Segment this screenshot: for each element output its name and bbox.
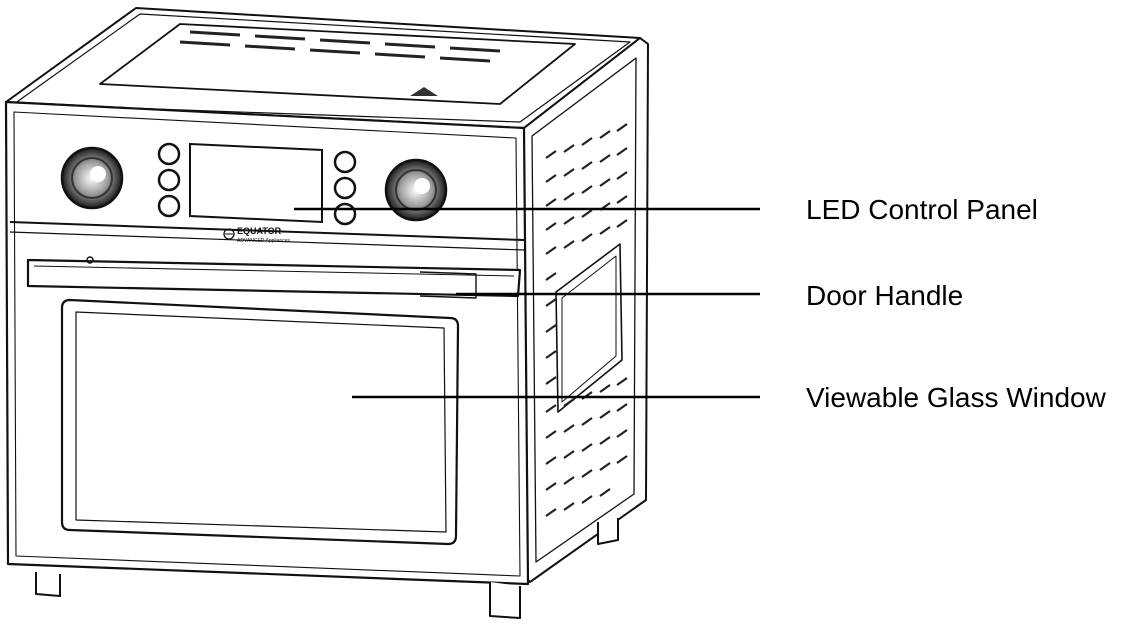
callout-leader-lines — [294, 207, 760, 399]
control-panel: EQUATOR ADVANCED Appliances — [60, 142, 448, 244]
top-vent-slots — [179, 30, 501, 63]
label-viewable-glass-window: Viewable Glass Window — [806, 382, 1106, 413]
viewable-glass-window — [60, 298, 460, 546]
oven-body — [4, 7, 649, 619]
brand-logo: EQUATOR ADVANCED Appliances — [223, 226, 290, 244]
brand-tagline: ADVANCED Appliances — [237, 238, 290, 244]
led-display — [189, 142, 323, 224]
brand-name: EQUATOR — [237, 226, 282, 236]
right-buttons — [333, 150, 357, 226]
oven-door — [26, 256, 522, 546]
side-vent-slots — [545, 123, 628, 517]
label-led-control-panel: LED Control Panel — [806, 194, 1038, 225]
door-handle — [26, 258, 522, 298]
left-buttons — [157, 142, 181, 218]
label-door-handle: Door Handle — [806, 280, 964, 311]
